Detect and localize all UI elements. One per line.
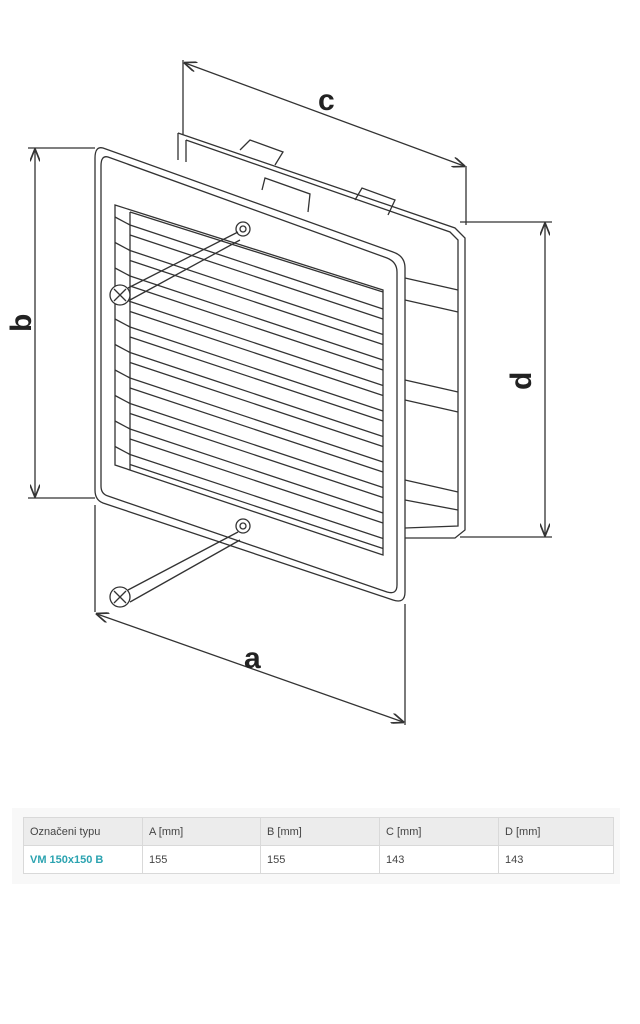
louver-slat [114,318,384,422]
dimension-c: c [183,60,466,225]
louver-slat [114,267,384,371]
louver-slat [114,216,384,320]
table-header-row: Označeni typu A [mm] B [mm] C [mm] D [mm… [23,817,614,846]
product-type-link[interactable]: VM 150x150 B [23,845,143,874]
dimension-a: a [95,505,405,725]
cell-a: 155 [142,845,261,874]
table-row: VM 150x150 B 155 155 143 143 [23,845,614,874]
louver-slat [114,420,384,524]
dimension-b: b [5,147,95,499]
dimension-d: d [460,221,552,538]
label-a: a [244,642,261,675]
screw-bottom [109,531,241,608]
louver-slat [114,241,384,346]
dimensions-table: Označeni typu A [mm] B [mm] C [mm] D [mm… [23,817,614,874]
header-b: B [mm] [260,817,380,846]
louver-slat [114,369,384,473]
cell-b: 155 [260,845,380,874]
cell-d: 143 [498,845,614,874]
cell-c: 143 [379,845,499,874]
louver-slat [114,343,384,448]
header-a: A [mm] [142,817,261,846]
label-c: c [318,84,335,117]
screw-top [109,231,241,306]
label-b: b [5,314,38,332]
louver-slat [114,445,384,550]
product-dimension-drawing: c b d a [5,60,552,725]
label-d: d [505,372,538,390]
louver-slat [114,394,384,499]
header-d: D [mm] [498,817,614,846]
grille-frame [94,147,406,602]
screw-hole-top [235,221,251,237]
header-type: Označeni typu [23,817,143,846]
louvers [114,216,384,550]
screw-hole-bottom [235,518,251,534]
header-c: C [mm] [379,817,499,846]
